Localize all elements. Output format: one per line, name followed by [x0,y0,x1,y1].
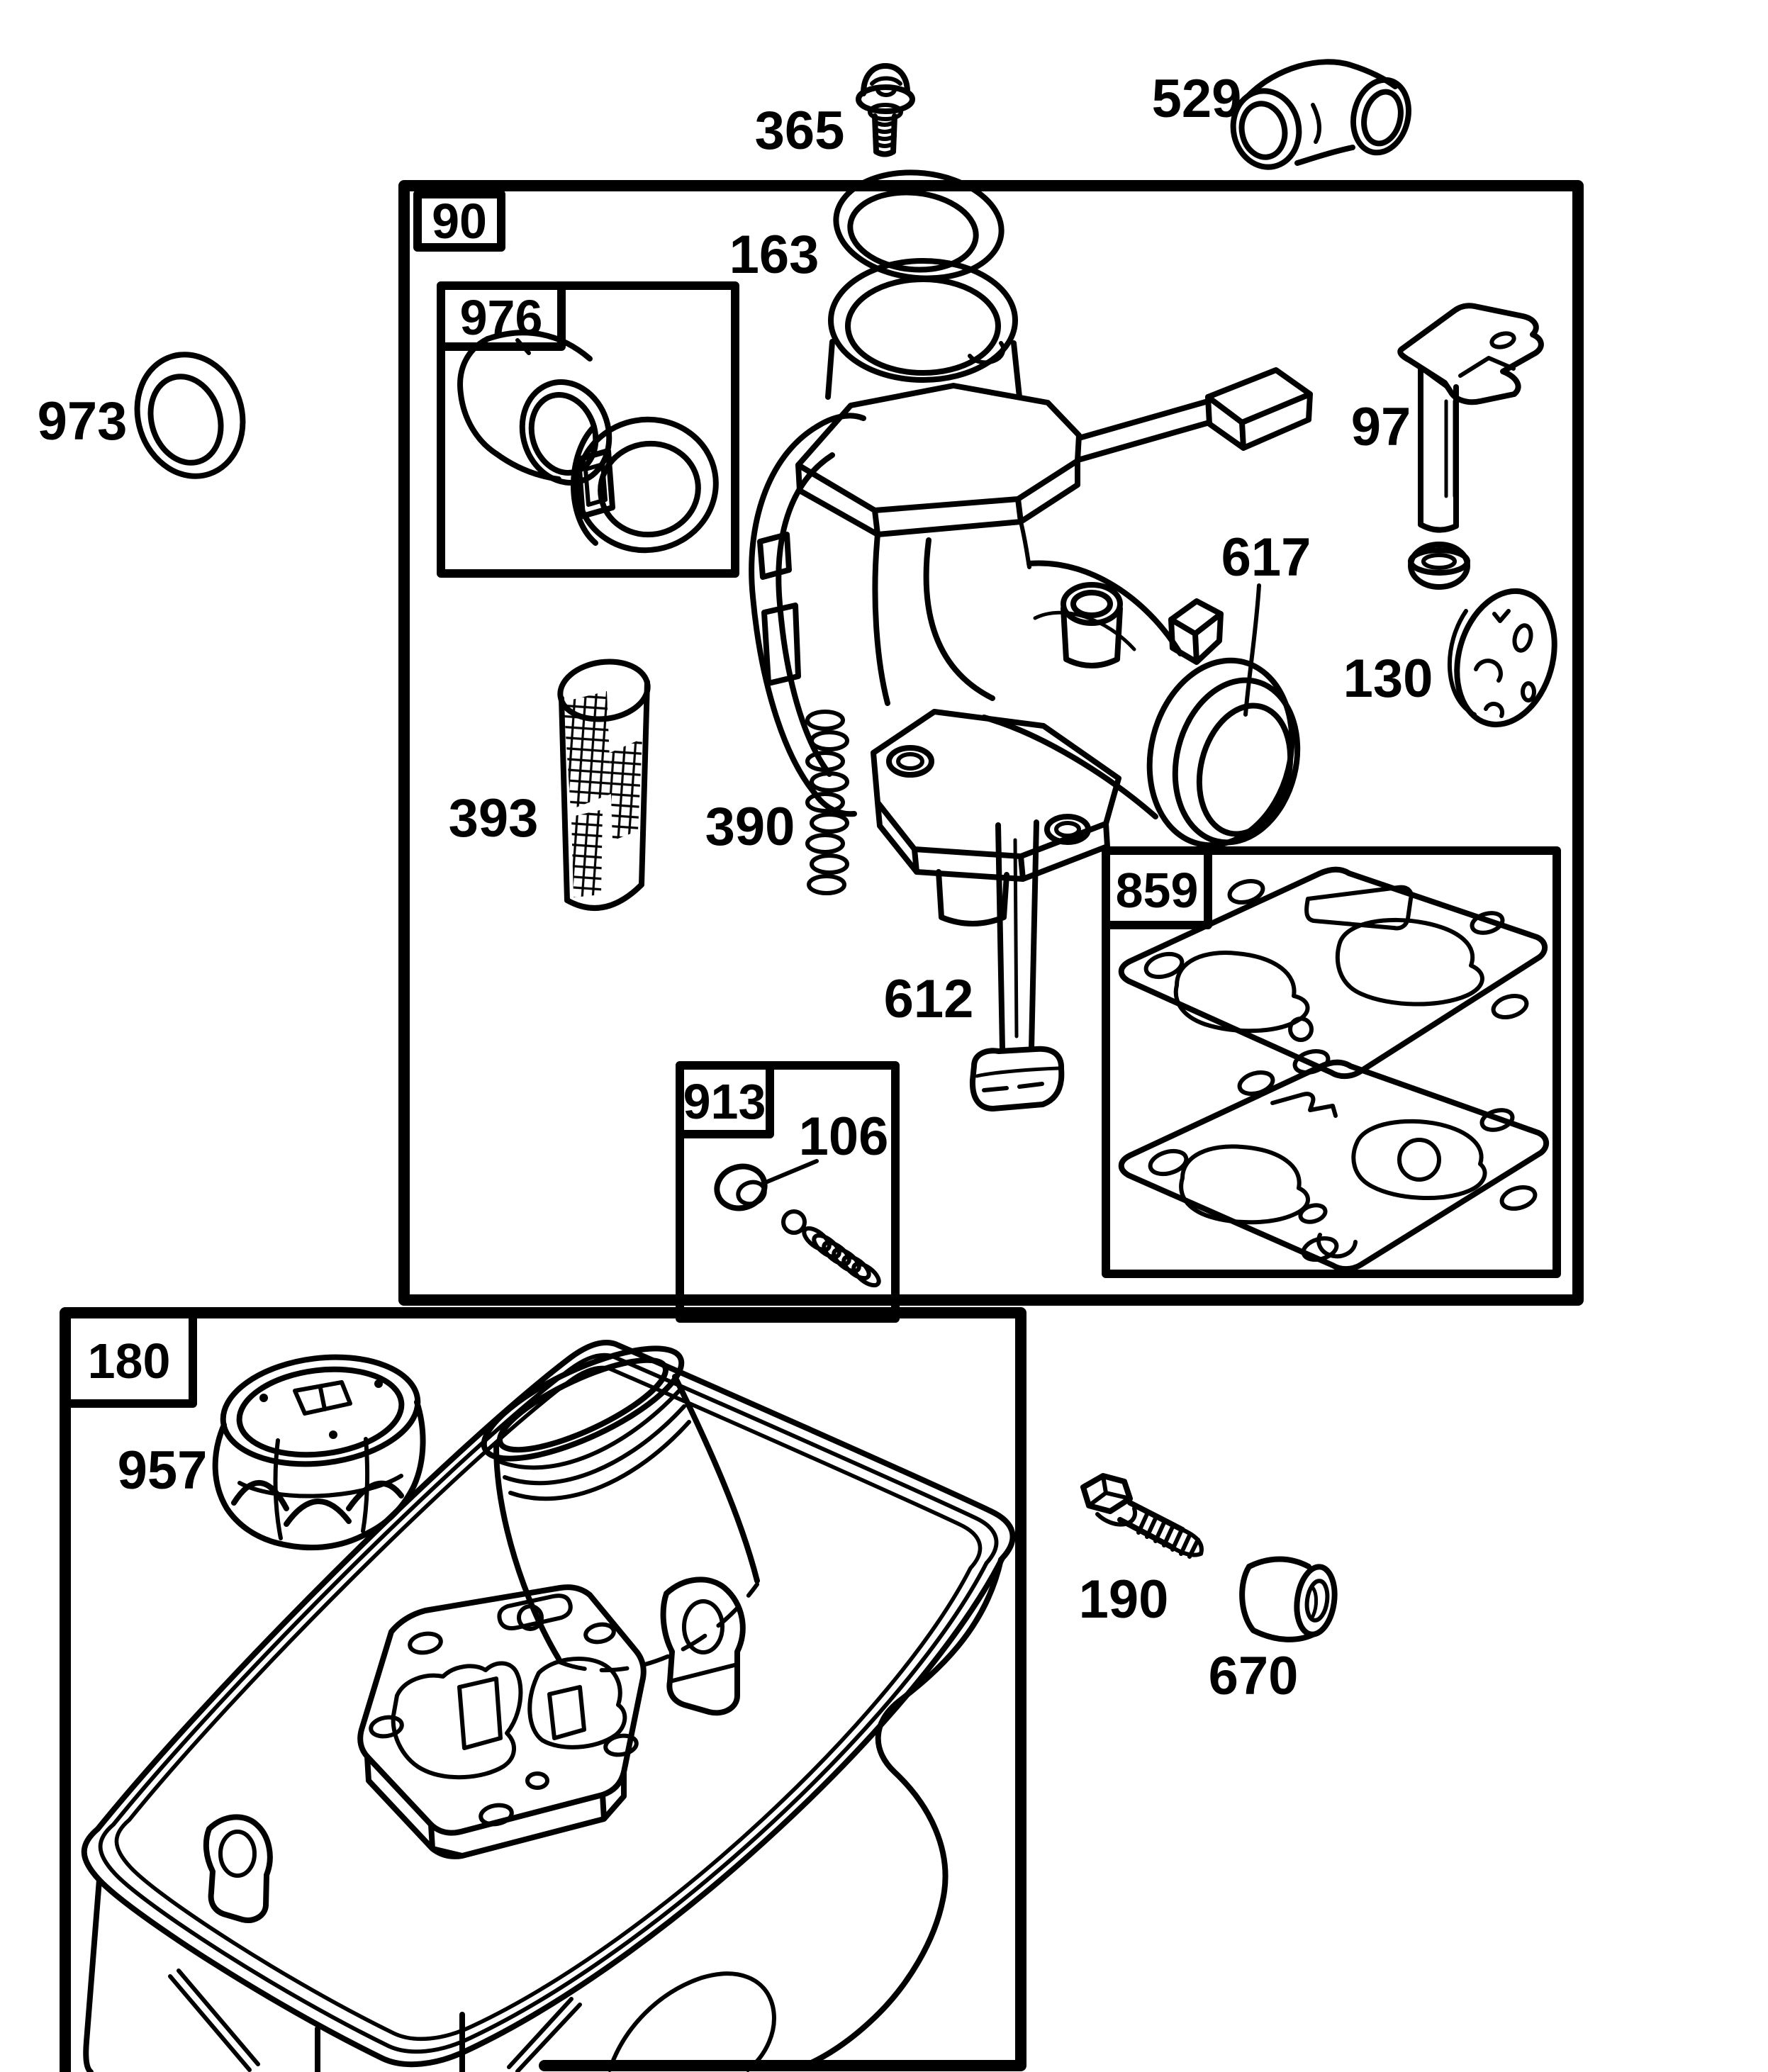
group-label-90: 90 [432,194,487,249]
part-612-pickup-tube [969,819,1065,1111]
part-190-bolt [1080,1473,1204,1559]
part-label-130: 130 [1343,649,1433,709]
group-box-180 [60,1307,1026,2072]
part-label-97: 97 [1351,397,1411,457]
part-913-needle-seat-kit [714,1159,881,1288]
group-label-976: 976 [460,290,543,345]
part-97-throttle-shaft [1397,303,1544,533]
group-box-859 [1102,846,1561,1278]
part-365-screw [856,63,915,157]
part-label-365: 365 [755,101,845,161]
leader-line-617 [1243,583,1261,717]
part-label-163: 163 [729,225,819,285]
part-label-612: 612 [884,969,974,1029]
group-box-976 [437,281,739,578]
part-label-973: 973 [38,391,128,452]
part-859-gasket-set [1118,866,1549,1272]
part-carburetor-body [749,258,1313,926]
group-label-180: 180 [88,1333,171,1389]
part-label-106: 106 [799,1107,889,1167]
group-label-859: 859 [1116,863,1199,918]
part-957-fuel-cap [212,1354,426,1551]
part-label-190: 190 [1079,1569,1169,1630]
part-670-spacer [1239,1556,1338,1642]
part-976-tube-and-clamp [457,330,719,554]
part-fuel-tank [84,1327,1013,2072]
part-label-617: 617 [1221,527,1311,588]
part-label-957: 957 [118,1440,208,1501]
part-throttle-bushing [1408,542,1470,590]
part-529-elbow [1230,59,1411,170]
leader-line-106 [763,1159,819,1185]
part-label-393: 393 [449,788,539,849]
part-973-seal-ring [134,352,246,479]
part-130-plate-disc [1447,588,1557,728]
part-390-spring [805,710,849,895]
part-label-670: 670 [1209,1646,1299,1706]
part-393-filter-screen [557,659,651,911]
part-label-529: 529 [1152,69,1242,129]
group-label-913: 913 [683,1074,766,1129]
part-label-390: 390 [705,797,795,857]
group-box-90 [398,180,1584,1306]
